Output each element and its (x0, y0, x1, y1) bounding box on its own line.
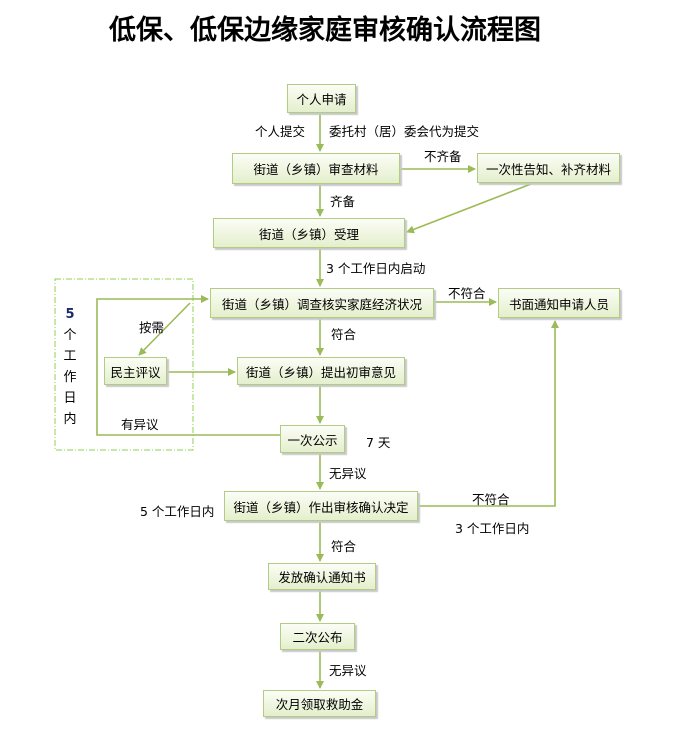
node-written-notice: 书面通知申请人员 (498, 288, 620, 318)
node-second-publicity: 二次公布 (280, 623, 355, 650)
label-no-objection-1: 无异议 (329, 466, 367, 481)
arrow-decision-notice (418, 320, 559, 507)
label-incomplete: 不齐备 (424, 149, 462, 164)
node-democratic-review: 民主评议 (104, 357, 167, 385)
arrow-investigate-democratic (138, 302, 191, 356)
label-complete: 齐备 (330, 194, 356, 209)
node-accept: 街道（乡镇）受理 (213, 218, 405, 248)
label-vertical-5-days: 5 个 工 作 日 内 (63, 307, 77, 427)
label-objection: 有异议 (121, 417, 159, 432)
arrow-objection-loop (96, 295, 280, 436)
node-preliminary-opinion: 街道（乡镇）提出初审意见 (237, 357, 405, 385)
node-investigate: 街道（乡镇）调查核实家庭经济状况 (210, 288, 434, 318)
label-qualified-2: 符合 (331, 539, 357, 554)
node-first-publicity: 一次公示 (280, 425, 345, 453)
node-receive-aid: 次月领取救助金 (263, 690, 376, 717)
node-apply: 个人申请 (287, 84, 356, 113)
node-decision: 街道（乡镇）作出审核确认决定 (224, 491, 418, 521)
label-within-3-days-start: 3 个工作日内启动 (326, 261, 426, 276)
node-issue-notice: 发放确认通知书 (268, 563, 376, 590)
arrow-notify-accept (406, 183, 532, 234)
label-self-submit: 个人提交 (255, 124, 306, 139)
node-review-materials: 街道（乡镇）审查材料 (232, 153, 400, 184)
page-title: 低保、低保边缘家庭审核确认流程图 (109, 15, 541, 46)
label-qualified-1: 符合 (331, 327, 357, 342)
label-not-qualified-1: 不符合 (448, 286, 486, 301)
node-notify-supplement: 一次性告知、补齐材料 (477, 153, 620, 183)
label-seven-days: 7 天 (366, 435, 391, 450)
label-not-qualified-2: 不符合 (472, 492, 510, 507)
label-five-days: 5 个工作日内 (140, 504, 215, 519)
label-as-needed: 按需 (139, 320, 165, 335)
five-day-dashed-region (54, 278, 194, 451)
label-no-objection-2: 无异议 (329, 663, 367, 678)
label-within-3-days: 3 个工作日内 (455, 521, 530, 536)
label-entrust-submit: 委托村（居）委会代为提交 (329, 124, 480, 139)
